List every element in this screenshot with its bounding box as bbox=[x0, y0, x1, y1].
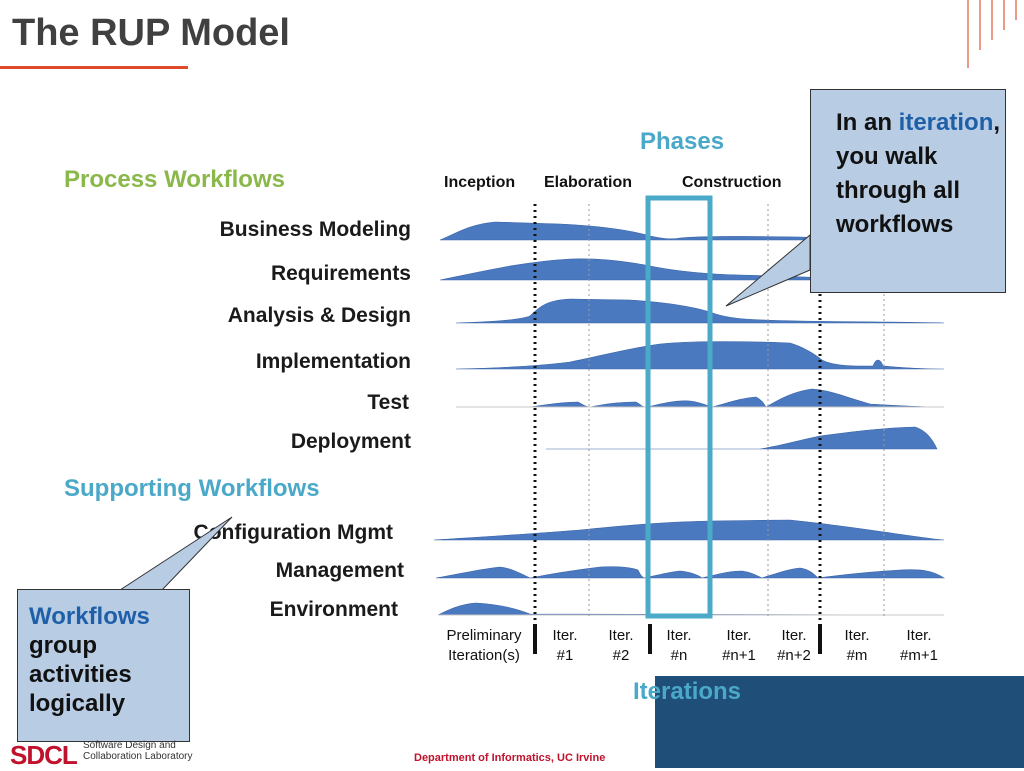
hump-management bbox=[435, 566, 945, 579]
workflows-callout-tail bbox=[118, 516, 233, 591]
workflows-callout-text: group activities logically bbox=[29, 632, 132, 717]
workflow-requirements: Requirements bbox=[270, 262, 411, 285]
sdcl-logo: SDCL bbox=[10, 740, 78, 770]
process-workflows-heading: Process Workflows bbox=[64, 166, 285, 193]
page-title: The RUP Model bbox=[12, 12, 290, 54]
phase-construction: Construction bbox=[682, 174, 782, 191]
phases-heading: Phases bbox=[640, 128, 725, 155]
title-underline bbox=[0, 66, 188, 69]
iteration-label-m: Iter.#m bbox=[844, 627, 870, 664]
workflow-management: Management bbox=[275, 559, 404, 582]
iteration-label-n: Iter.#n bbox=[666, 627, 692, 664]
hump-analysis-design bbox=[455, 298, 945, 324]
decorative-lines bbox=[967, 0, 1017, 68]
footer-block bbox=[655, 676, 1024, 768]
workflows-callout: Workflows group activities logically bbox=[17, 589, 190, 742]
iteration-label-n-plus-1: Iter.#n+1 bbox=[722, 627, 756, 664]
workflow-test: Test bbox=[367, 391, 409, 414]
lab-name: Software Design and Collaboration Labora… bbox=[83, 740, 193, 762]
hump-deployment bbox=[546, 426, 938, 450]
workflow-configuration-mgmt: Configuration Mgmt bbox=[193, 521, 393, 544]
iteration-label-1: Iter.#1 bbox=[552, 627, 578, 664]
iteration-label-2: Iter.#2 bbox=[608, 627, 634, 664]
iteration-callout: In an iteration, you walk through all wo… bbox=[810, 89, 1006, 293]
iteration-callout-text: you walk through all workflows bbox=[836, 143, 960, 238]
phase-inception: Inception bbox=[444, 174, 516, 191]
department-name: Department of Informatics, UC Irvine bbox=[414, 752, 606, 764]
workflow-deployment: Deployment bbox=[290, 430, 411, 453]
iteration-label-m-plus-1: Iter.#m+1 bbox=[900, 627, 938, 664]
iterations-heading: Iterations bbox=[633, 678, 742, 705]
workflow-analysis-design: Analysis & Design bbox=[227, 304, 411, 327]
hump-implementation bbox=[455, 341, 945, 370]
workflow-environment: Environment bbox=[269, 598, 398, 621]
workflow-business-modeling: Business Modeling bbox=[219, 218, 411, 241]
workflow-implementation: Implementation bbox=[255, 350, 411, 373]
phase-elaboration: Elaboration bbox=[544, 174, 633, 191]
iteration-label-n-plus-2: Iter.#n+2 bbox=[777, 627, 811, 664]
hump-environment bbox=[437, 602, 945, 616]
supporting-workflows-heading: Supporting Workflows bbox=[64, 475, 320, 502]
hump-configuration-mgmt bbox=[433, 519, 945, 541]
hump-test bbox=[456, 388, 945, 408]
iteration-highlight-box bbox=[645, 195, 713, 619]
workflows-highlight-word: Workflows bbox=[29, 603, 150, 630]
iteration-highlight-word: iteration bbox=[898, 109, 994, 136]
